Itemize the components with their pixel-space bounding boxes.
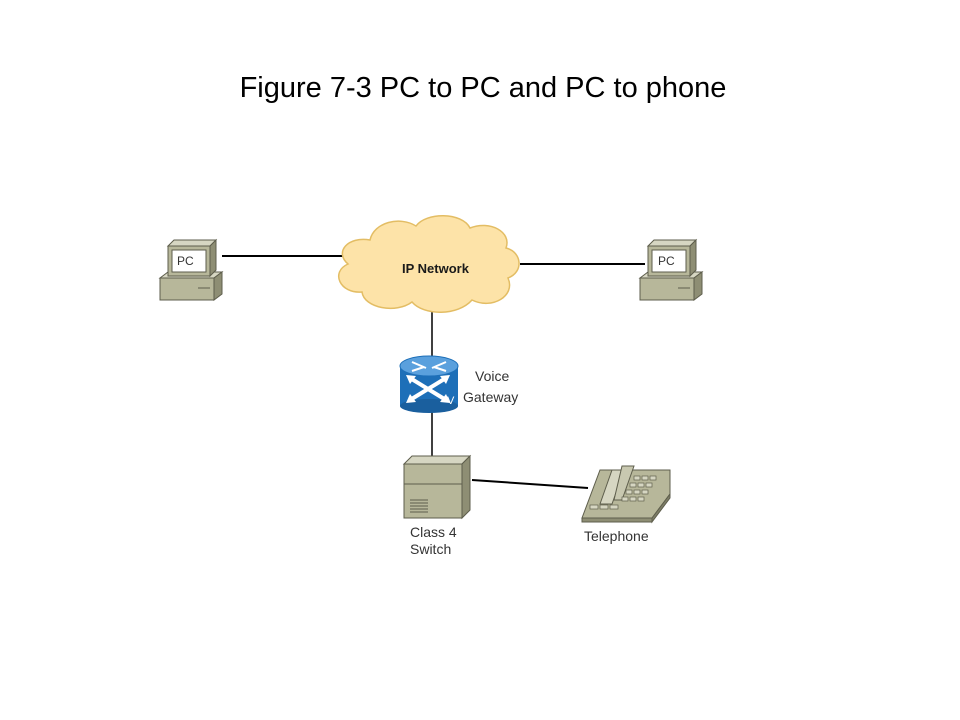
voice-gateway-router-icon: V <box>399 355 459 413</box>
ip-network-cloud-icon <box>337 215 520 313</box>
class4-switch-label-line2: Switch <box>410 541 452 557</box>
telephone-icon <box>581 465 671 524</box>
figure-title: Figure 7-3 PC to PC and PC to phone <box>239 72 727 104</box>
pc-left-label: PC <box>177 254 194 268</box>
pc-left-icon <box>158 238 224 301</box>
telephone-label: Telephone <box>584 528 649 544</box>
voice-gateway-label-line2: Gateway <box>463 389 519 405</box>
voice-gateway-label-line1: Voice <box>475 368 510 384</box>
class4-switch-icon <box>402 454 472 520</box>
pc-right-icon <box>638 238 704 301</box>
svg-text:V: V <box>447 395 455 407</box>
class4-switch-label-line1: Class 4 <box>410 524 457 540</box>
link-switch-telephone <box>471 479 589 489</box>
pc-right-label: PC <box>658 254 675 268</box>
ip-network-label: IP Network <box>402 261 469 276</box>
